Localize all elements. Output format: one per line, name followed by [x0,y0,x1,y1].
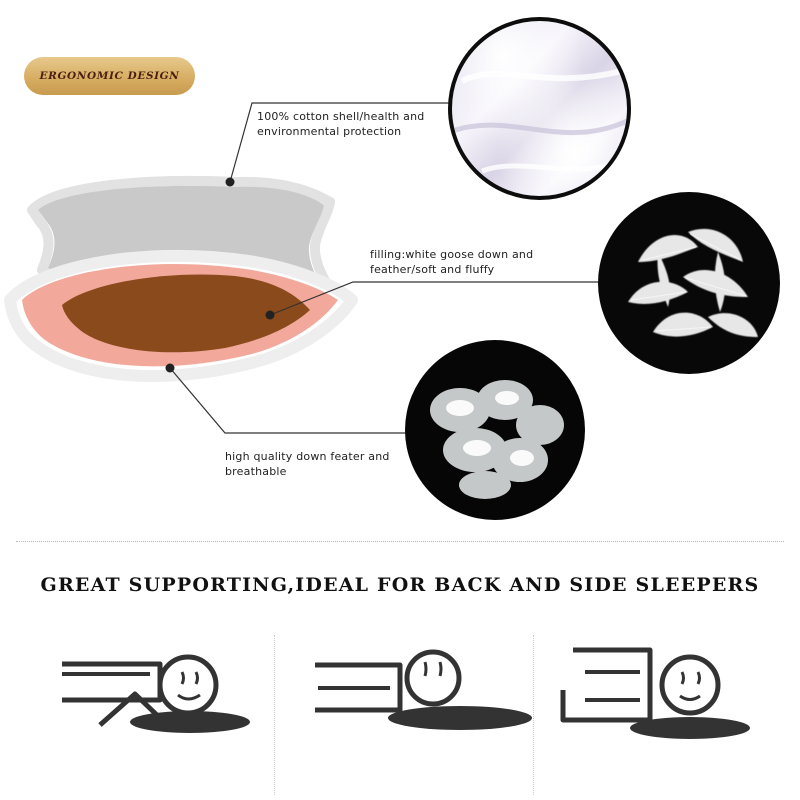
filling-callout-line2: feather/soft and fluffy [370,263,495,276]
leader-lines [169,102,598,434]
shell-callout: 100% cotton shell/health and environment… [257,109,424,139]
stomach-sleeper-icon [560,647,750,739]
feather-image [598,192,780,374]
down-cluster-image [405,340,585,520]
pillow-front-layer [4,249,358,382]
column-separator-2 [533,635,534,795]
shell-marker-dot [225,177,235,187]
column-separator-1 [274,635,275,795]
down-callout: high quality down feater and breathable [225,449,390,479]
filling-callout-line1: filling:white goose down and [370,248,534,261]
down-callout-line2: breathable [225,465,287,478]
down-callout-line1: high quality down feater and [225,450,390,463]
side-sleeper-icon [62,654,250,733]
filling-callout: filling:white goose down and feather/sof… [370,247,533,277]
badge-label: ERGONOMIC DESIGN [39,70,180,82]
ergonomic-design-badge: ERGONOMIC DESIGN [24,57,195,95]
sleeper-headline: GREAT SUPPORTING,IDEAL FOR BACK AND SIDE… [40,574,760,596]
cotton-swatch-image [448,17,631,200]
section-divider [16,541,784,542]
down-marker-dot [165,363,175,373]
shell-callout-line2: environmental protection [257,125,402,138]
back-sleeper-icon [315,649,532,730]
pillow-diagram-icon [4,102,598,434]
filling-marker-dot [265,310,275,320]
shell-callout-line1: 100% cotton shell/health and [257,110,425,123]
